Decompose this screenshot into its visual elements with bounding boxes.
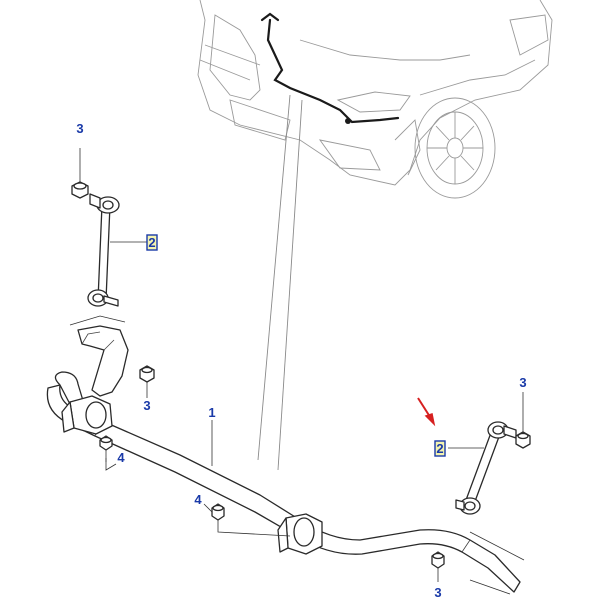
callout-left-link-highlight — [146, 234, 158, 251]
left-drop-link — [87, 193, 120, 307]
red-arrow — [417, 397, 436, 427]
left-bushing — [61, 395, 113, 435]
callout-left-bushing-bolt: 4 — [117, 450, 125, 465]
callout-nut-bracket: 3 — [143, 398, 150, 413]
callout-right-bushing-bolt: 4 — [194, 492, 202, 507]
right-bushing-bolt — [211, 503, 225, 521]
bottom-right-nut — [431, 551, 445, 569]
stabilizer-bar — [46, 371, 521, 593]
callout-right-link-highlight — [434, 440, 446, 457]
callout-left-link: 2 — [148, 235, 155, 250]
vehicle-outline — [197, 0, 553, 199]
vehicle-bar-location — [260, 12, 400, 124]
right-bushing — [277, 513, 323, 555]
left-bushing-bolt — [99, 435, 113, 451]
callout-right-link: 2 — [436, 441, 443, 456]
callout-nut-right-link: 3 — [519, 375, 526, 390]
right-link-nut-top — [515, 431, 531, 449]
callout-stabilizer-bar: 1 — [208, 405, 215, 420]
callout-nut-left-link: 3 — [76, 121, 83, 136]
left-link-nut-top — [71, 181, 89, 199]
right-drop-link — [455, 421, 517, 515]
left-bracket — [77, 325, 129, 397]
guide-lines — [257, 94, 303, 471]
bracket-nut — [139, 365, 155, 383]
callout-nut-bottom-right: 3 — [434, 585, 441, 599]
